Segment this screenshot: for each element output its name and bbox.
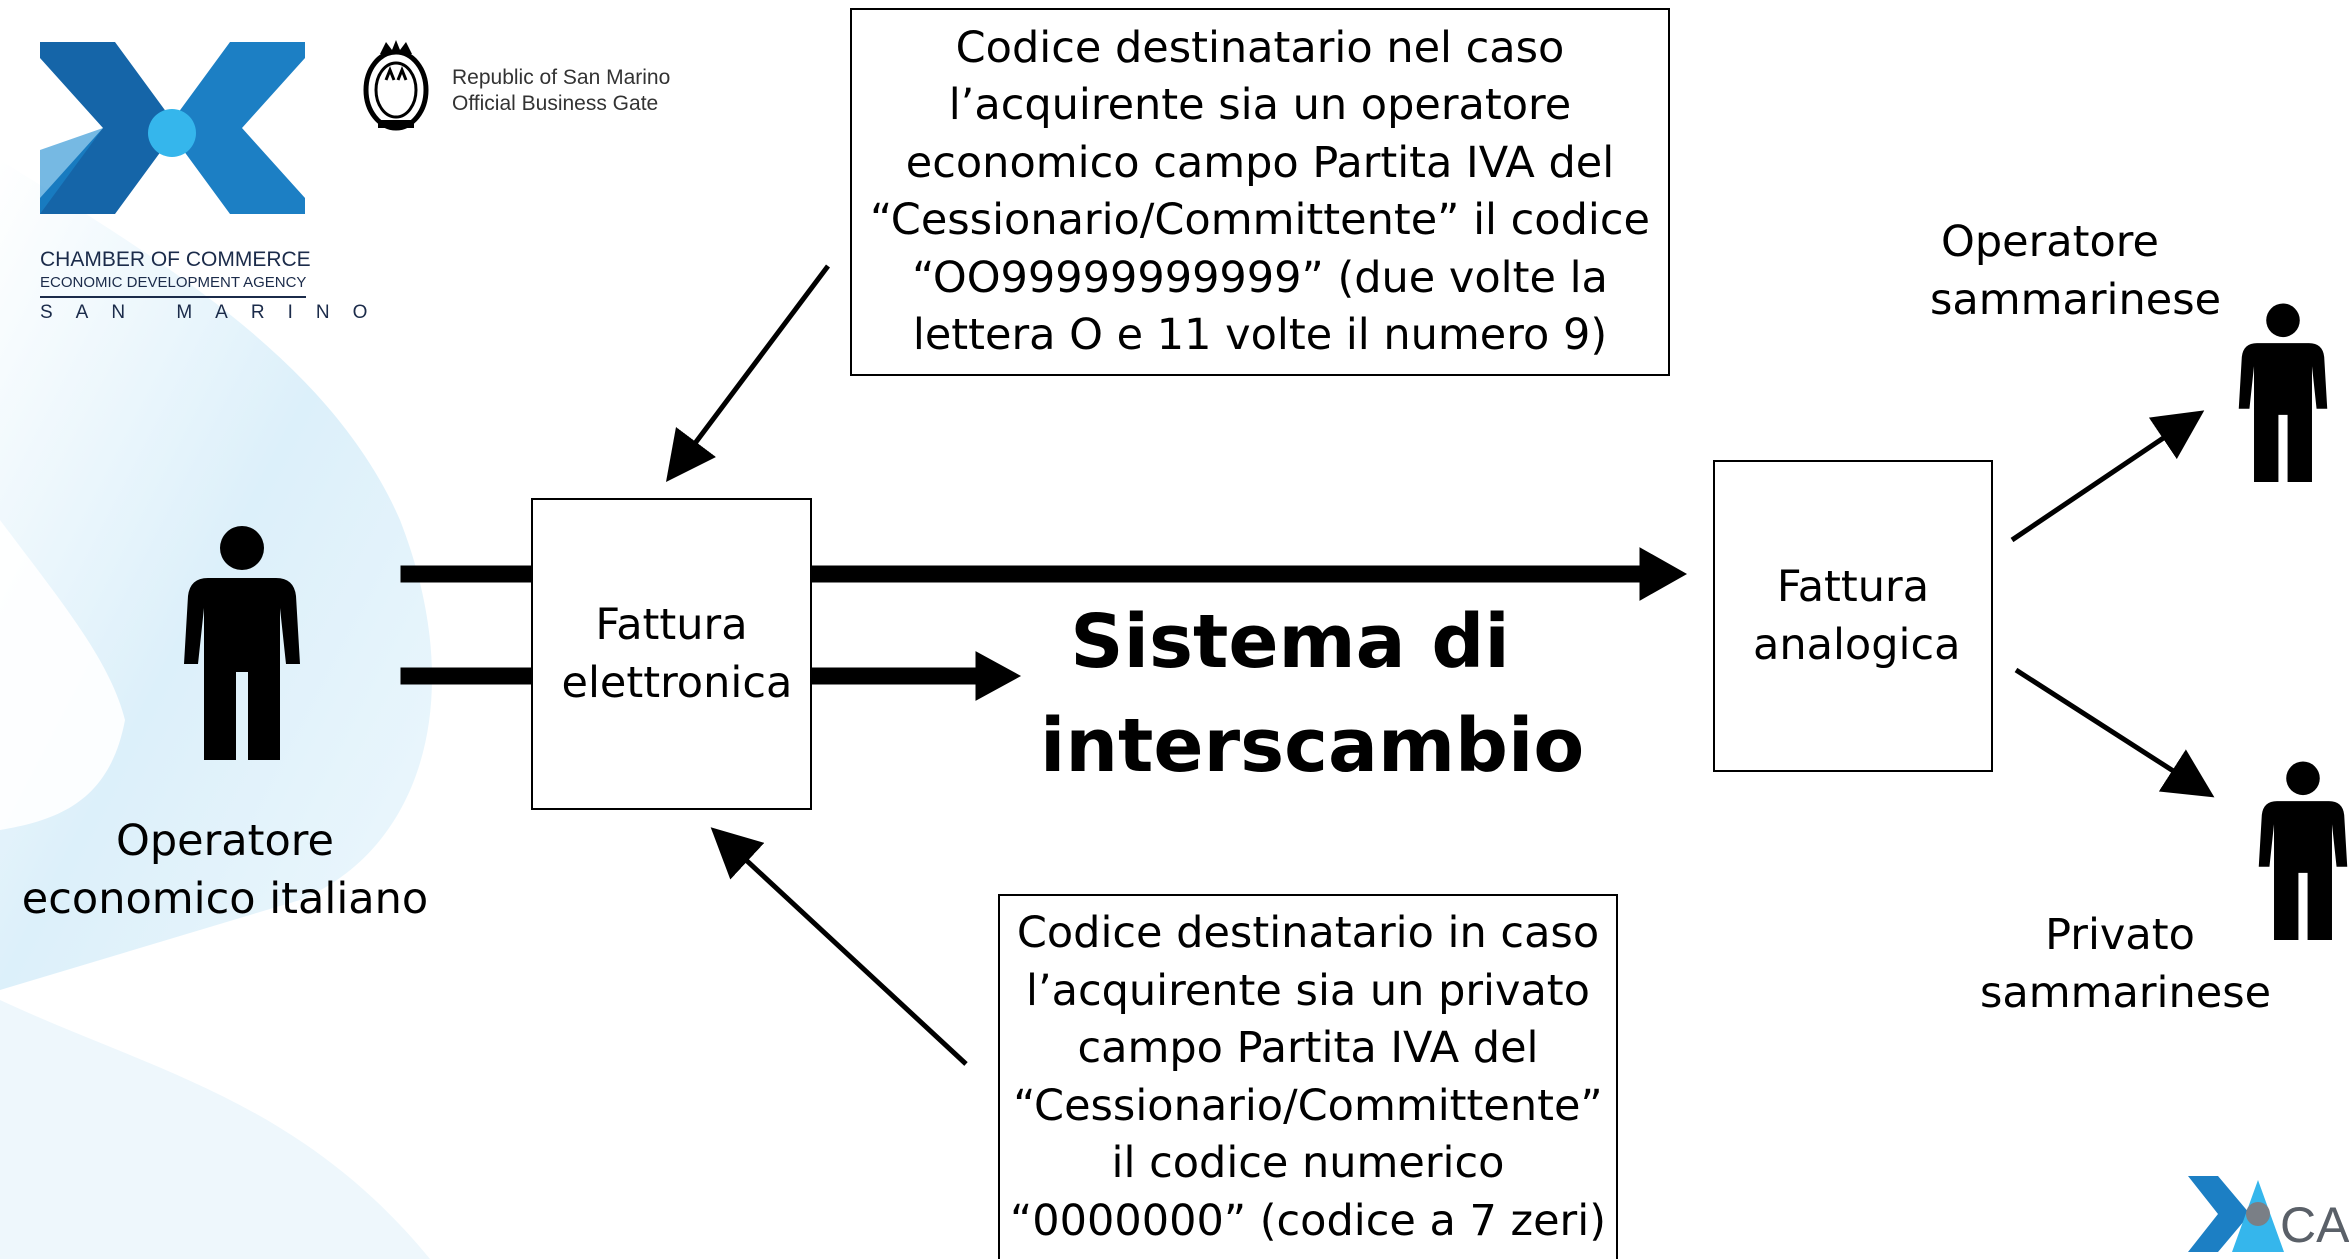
- center-title: Sistema di interscambio: [1040, 599, 1585, 789]
- academy-logo-mark: [2188, 1176, 2284, 1252]
- note-bottom-text: Codice destinatario in caso l’acquirente…: [1010, 908, 1606, 1246]
- sm-operator-label: Operatore sammarinese: [1930, 217, 2222, 325]
- flow-line-top-left: [400, 565, 534, 583]
- electronic-invoice-box: Fattura elettronica: [531, 498, 812, 810]
- flow-line-bottom-left: [400, 667, 534, 685]
- arrow-analog-to-private: [2014, 667, 2215, 798]
- italian-operator-label: Operatore economico italiano: [21, 816, 429, 924]
- chamber-logo-divider: [40, 296, 306, 298]
- arrow-bottom-note-to-invoice: [710, 827, 968, 1066]
- chamber-logo-line2: ECONOMIC DEVELOPMENT AGENCY: [40, 274, 307, 291]
- note-bottom-box: Codice destinatario in caso l’acquirente…: [998, 894, 1618, 1259]
- flow-line-bottom-main: [809, 667, 979, 685]
- chamber-logo-mark: [40, 42, 305, 214]
- background-curve-lower: [0, 1000, 430, 1259]
- republic-logo-line2: Official Business Gate: [452, 92, 659, 115]
- note-top-box: Codice destinatario nel caso l’acquirent…: [850, 8, 1670, 376]
- background-curve: [0, 160, 432, 990]
- flow-line-top-main: [809, 565, 1643, 583]
- san-marino-crest-icon: [363, 40, 429, 131]
- arrows: [400, 264, 2215, 1066]
- sm-operator-person-icon: [2238, 303, 2328, 482]
- arrow-top-note-to-invoice: [666, 264, 830, 482]
- background-curve-white: [0, 520, 125, 830]
- sm-private-label: Privato sammarinese: [1980, 910, 2272, 1018]
- analog-invoice-box: Fattura analogica: [1713, 460, 1993, 772]
- analog-invoice-label: Fattura analogica: [1753, 562, 1961, 670]
- electronic-invoice-label: Fattura elettronica: [561, 600, 793, 708]
- academy-logo-text: CAD: [2280, 1197, 2349, 1253]
- flow-arrowhead-top: [1639, 547, 1688, 601]
- chamber-logo-line3: SAN MARINO: [40, 302, 391, 323]
- arrow-analog-to-operator: [2010, 410, 2205, 543]
- chamber-logo-line1: CHAMBER OF COMMERCE: [40, 248, 311, 271]
- flow-arrowhead-bottom: [975, 651, 1022, 701]
- note-top-text: Codice destinatario nel caso l’acquirent…: [870, 22, 1650, 361]
- sm-private-person-icon: [2258, 761, 2348, 940]
- republic-logo-line1: Republic of San Marino: [452, 66, 671, 89]
- italian-operator-person-icon: [184, 526, 300, 760]
